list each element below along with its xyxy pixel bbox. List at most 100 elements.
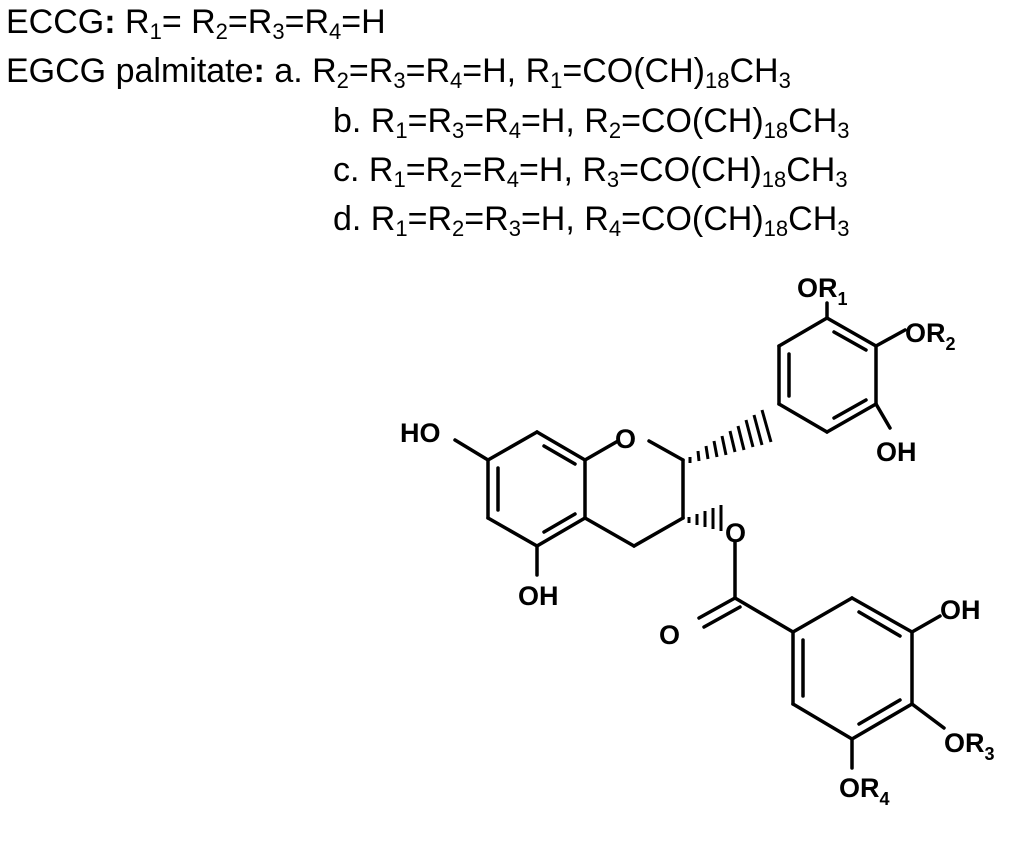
formula-subscript: 2 [450,167,463,192]
bond-a3-inner [542,512,577,534]
label-or2-base: OR [905,318,946,348]
formula-subscript: 1 [395,216,408,241]
formula-subscript: 3 [272,19,285,44]
bond-a1 [535,430,587,462]
label-ring-oxygen: O [615,424,636,454]
bond-oh-b [874,402,892,430]
formula-text: =R [227,3,273,41]
formula-subscript: 18 [763,118,789,143]
bond-a3 [535,516,587,548]
bond-or3 [910,702,946,730]
bond-b3-inner [832,330,868,352]
formula-subscript: 3 [508,216,521,241]
bond-c2 [647,439,685,462]
label-or2-sub: 2 [946,334,956,354]
formula-text: CH [786,151,836,189]
bond-lines [453,301,946,770]
label-or4-sub: 4 [880,789,890,809]
label-oh-gallate: OH [940,595,981,625]
bond-b2 [777,316,829,348]
formula-text: R [361,102,396,140]
formula-subscript: 3 [837,216,850,241]
formula-text: =R [405,151,451,189]
label-or1: OR1 [797,273,848,309]
formula-text: =R [407,200,453,238]
formula-subscript: 4 [608,216,622,241]
formula-text: CH [729,52,779,90]
formula-subscript: 1 [393,167,406,192]
formula-subscript: 3 [452,118,465,143]
formula-text: =R [405,52,451,90]
bond-c4 [632,516,685,548]
label-or4-base: OR [839,773,880,803]
variant-a-letter: a. [274,52,303,90]
ecg-formula: R1= R2=R3=R4=H [115,3,386,44]
label-oh-a-ring: OH [518,581,559,611]
formula-text: =CO(CH) [619,151,762,189]
formula-subscript: 1 [395,118,408,143]
palmitate-colon: : [253,52,265,90]
formula-text: =H, R [462,52,551,90]
variant-a-formula: R2=R3=R4=H, R1=CO(CH)18CH3 [303,52,791,93]
label-or3-base: OR [944,728,985,758]
bond-ho [453,438,490,462]
formula-subscript: 4 [506,167,520,192]
formula-text: =R [464,102,509,140]
bond-g4-inner [857,698,902,726]
formula-text: =CO(CH) [562,52,705,90]
formula-subscript: 3 [393,68,406,93]
formula-subscript: 3 [837,118,850,143]
formula-subscript: 3 [606,167,620,192]
label-or1-sub: 1 [838,289,848,309]
formula-text: =H, R [520,200,609,238]
formula-text: =CO(CH) [621,102,764,140]
bond-g1 [791,596,854,634]
formula-subscript: 3 [778,68,791,93]
formula-text: =R [407,102,453,140]
formula-subscript: 4 [508,118,521,143]
bond-a1-inner [542,444,577,466]
formula-text: =CO(CH) [621,200,764,238]
formula-subscript: 18 [704,68,730,93]
formula-text: = R [161,3,216,41]
formula-text: R [359,151,394,189]
bond-b3 [825,316,878,348]
ecg-name: ECCG [6,3,105,41]
formula-text: R [361,200,396,238]
label-or3-sub: 3 [985,744,995,764]
label-or4: OR4 [839,773,890,809]
bond-g4 [850,702,914,741]
formula-text: CH [788,102,838,140]
hashed-wedge-bonds [687,409,773,531]
palmitate-variant-d-line: d. R1=R2=R3=H, R4=CO(CH)18CH3 [333,199,850,241]
bond-a4 [486,516,539,548]
formula-subscript: 3 [835,167,848,192]
formula-subscript: 1 [149,19,162,44]
label-or2: OR2 [905,318,956,354]
formula-text: =H, R [520,102,609,140]
bond-oh-gallate [910,614,942,634]
bond-g2-inner [857,610,902,638]
palmitate-variant-c-line: c. R1=R2=R4=H, R3=CO(CH)18CH3 [333,150,848,192]
formula-text: R [115,3,150,41]
bond-c1 [583,439,620,462]
variant-b-letter: b. [333,102,362,140]
palmitate-name: EGCG palmitate [6,52,254,90]
variant-d-formula: R1=R2=R3=H, R4=CO(CH)18CH3 [361,200,850,241]
palmitate-variant-b-line: b. R1=R3=R4=H, R2=CO(CH)18CH3 [333,101,850,143]
formula-text: CH [788,200,838,238]
label-ho-a-ring: HO [400,418,441,448]
variant-b-formula: R1=R3=R4=H, R2=CO(CH)18CH3 [361,102,850,143]
label-carbonyl-oxygen: O [659,620,680,650]
ecg-colon: : [104,3,116,41]
formula-subscript: 1 [550,68,563,93]
bond-c5 [583,516,636,548]
formula-subscript: 2 [215,19,228,44]
label-oh-b-ring: OH [876,437,917,467]
formula-subscript: 2 [336,68,349,93]
formula-subscript: 2 [608,118,622,143]
atom-labels: HO O OH OH OR1 OR2 O O OH OR3 OR4 [400,273,995,809]
bond-b5-inner [832,398,868,420]
bond-carbonyl-2 [702,605,742,629]
